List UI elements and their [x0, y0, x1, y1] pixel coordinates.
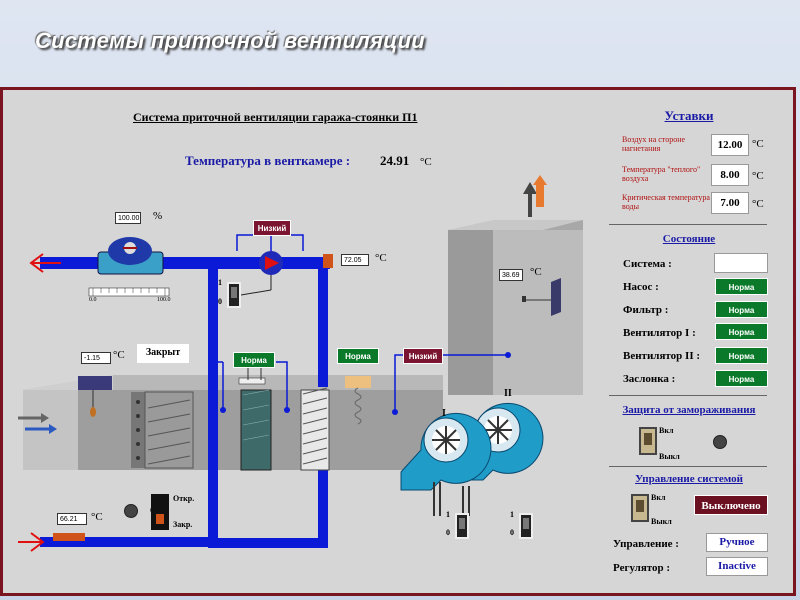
state-system-field	[714, 253, 768, 273]
return-sensor	[53, 533, 85, 541]
fan1-switch-on-label: 1	[446, 510, 450, 519]
divider	[609, 395, 767, 396]
valve-actuator[interactable]	[151, 494, 169, 530]
pump-switch[interactable]	[227, 282, 241, 308]
fan-low-status-badge: Низкий	[403, 348, 443, 364]
fan1-switch-off-label: 0	[446, 528, 450, 537]
freeze-off-label: Выкл	[659, 452, 680, 461]
scale-left-label: 0.0	[89, 297, 97, 303]
ventilation-scheme: Система приточной вентиляции гаража-стоя…	[3, 90, 603, 593]
percent-unit: %	[153, 210, 163, 222]
state-label-system: Система :	[623, 258, 672, 270]
outdoor-temp-field: -1.15	[81, 352, 111, 364]
freeze-gauge-icon	[713, 435, 727, 449]
mode-label: Управление :	[613, 538, 679, 550]
filter-status-badge-1: Норма	[233, 352, 275, 368]
setpoint-label-3: Критическая температура воды	[622, 193, 710, 211]
pump-status-badge: Низкий	[253, 220, 291, 236]
return-temp-unit: °C	[91, 511, 103, 523]
damper-state-field: Закрыт	[137, 344, 189, 363]
scada-window: Система приточной вентиляции гаража-стоя…	[0, 87, 796, 596]
freeze-toggle[interactable]	[639, 427, 657, 455]
setpoint-input-2[interactable]: 8.00	[711, 164, 749, 186]
state-label-fan2: Вентилятор II :	[623, 350, 701, 362]
control-off-label: Выкл	[651, 517, 672, 526]
fan2-switch-on-label: 1	[510, 510, 514, 519]
control-toggle[interactable]	[631, 494, 649, 522]
fan2-switch-off-label: 0	[510, 528, 514, 537]
side-panel: Уставки Воздух на стороне нагнетания 12.…	[603, 90, 775, 593]
fan1-label: I	[442, 408, 446, 419]
setpoint-unit-2: °C	[752, 170, 764, 182]
water-temp-unit: °C	[375, 252, 387, 264]
chamber-temp-label: Температура в венткамере :	[185, 153, 351, 168]
right-temp-field: 38.69	[499, 269, 523, 281]
return-gauge-icon	[124, 504, 138, 518]
setpoints-heading[interactable]: Уставки	[664, 108, 714, 123]
right-temp-unit: °C	[530, 266, 542, 278]
damper-percent-input[interactable]: 100.00	[115, 212, 141, 224]
regulator-label: Регулятор :	[613, 562, 671, 574]
outdoor-temp-unit: °C	[113, 349, 125, 361]
chamber-temp-unit: °C	[420, 156, 432, 168]
fan2-switch[interactable]	[519, 513, 533, 539]
valve-close-label: Закр.	[173, 520, 193, 529]
control-on-label: Вкл	[651, 493, 666, 502]
state-label-pump: Насос :	[623, 281, 659, 293]
setpoint-label-1: Воздух на стороне нагнетания	[622, 135, 686, 153]
water-temp-field: 72.05	[341, 254, 369, 266]
freeze-heading[interactable]: Защита от замораживания	[622, 404, 756, 416]
state-heading[interactable]: Состояние	[662, 233, 716, 245]
pump-switch-off-label: 0	[218, 297, 222, 306]
slide-title: Системы приточной вентиляции	[35, 28, 425, 53]
setpoint-unit-1: °C	[752, 138, 764, 150]
state-fan2-badge: Норма	[715, 347, 768, 364]
state-label-fan1: Вентилятор I :	[623, 327, 696, 339]
chamber-temp-value: 24.91	[380, 153, 410, 168]
setpoint-input-3[interactable]: 7.00	[711, 192, 749, 214]
valve-open-label: Откр.	[173, 494, 195, 503]
divider	[609, 466, 767, 467]
scale-right-label: 100.0	[157, 297, 171, 303]
setpoint-input-1[interactable]: 12.00	[711, 134, 749, 156]
state-label-damper: Заслонка :	[623, 373, 676, 385]
state-pump-badge: Норма	[715, 278, 768, 295]
state-fan1-badge: Норма	[715, 323, 768, 340]
setpoint-label-2: Температура "теплого" воздуха	[622, 165, 701, 183]
pump-switch-on-label: 1	[218, 278, 222, 287]
filter-status-badge-2: Норма	[337, 348, 379, 364]
setpoint-unit-3: °C	[752, 198, 764, 210]
control-heading[interactable]: Управление системой	[635, 473, 743, 485]
fan2-label: II	[504, 388, 512, 399]
return-temp-field: 66.21	[57, 513, 87, 525]
scheme-title: Система приточной вентиляции гаража-стоя…	[133, 110, 418, 124]
fan1-switch[interactable]	[455, 513, 469, 539]
system-state-badge: Выключено	[694, 495, 768, 515]
state-damper-badge: Норма	[715, 370, 768, 387]
state-label-filter: Фильтр :	[623, 304, 669, 316]
freeze-on-label: Вкл	[659, 426, 674, 435]
regulator-field[interactable]: Inactive	[706, 557, 768, 576]
scheme-drawing	[18, 175, 583, 552]
state-filter-badge: Норма	[715, 301, 768, 318]
divider	[609, 224, 767, 225]
mode-field[interactable]: Ручное	[706, 533, 768, 552]
